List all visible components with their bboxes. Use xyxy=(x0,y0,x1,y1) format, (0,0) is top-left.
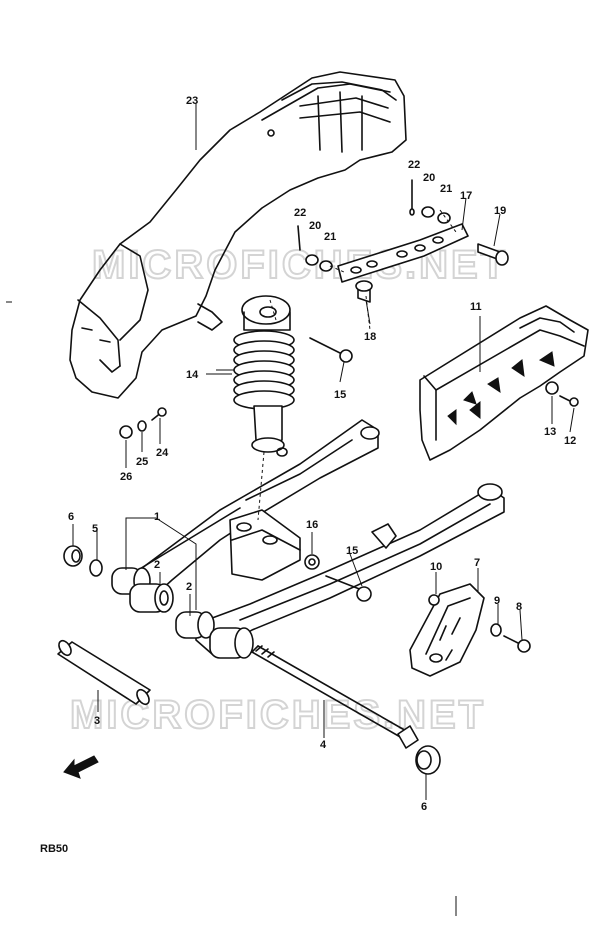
pivot-caps xyxy=(63,545,441,775)
callout-2-right: 2 xyxy=(186,581,192,593)
callout-16: 16 xyxy=(306,519,318,531)
rear-fender xyxy=(69,71,407,399)
swing-arm xyxy=(125,419,505,655)
callout-14: 14 xyxy=(186,369,199,381)
callout-2-left: 2 xyxy=(154,559,160,571)
callout-13: 13 xyxy=(544,426,556,438)
callout-15-upper: 15 xyxy=(334,389,346,401)
leader-lines xyxy=(72,104,575,800)
callout-26: 26 xyxy=(120,471,132,483)
callout-6-upper: 6 xyxy=(68,511,74,523)
diagram-code: RB50 xyxy=(40,843,68,855)
callout-3: 3 xyxy=(94,715,100,727)
callout-22-middle: 22 xyxy=(294,207,306,219)
callout-18: 18 xyxy=(364,331,376,343)
callout-25: 25 xyxy=(136,456,148,468)
callout-24: 24 xyxy=(156,447,169,459)
chain-guide xyxy=(409,583,485,677)
callout-10: 10 xyxy=(430,561,442,573)
bracket xyxy=(337,223,469,283)
callout-7: 7 xyxy=(474,557,480,569)
rear-shock-absorber xyxy=(233,295,295,457)
callout-19: 19 xyxy=(494,205,506,217)
pivot-tube xyxy=(57,639,151,706)
callout-5: 5 xyxy=(92,523,98,535)
callout-21-upper: 21 xyxy=(440,183,452,195)
callout-1: 1 xyxy=(154,511,160,523)
callout-8: 8 xyxy=(516,601,522,613)
callout-9: 9 xyxy=(494,595,500,607)
callout-22-upper: 22 xyxy=(408,159,420,171)
fasteners xyxy=(119,179,579,653)
assembly-guide-lines xyxy=(257,209,457,521)
callout-6-lower: 6 xyxy=(421,801,427,813)
bushings xyxy=(111,567,254,659)
callout-21-middle: 21 xyxy=(324,231,336,243)
callout-11: 11 xyxy=(470,301,482,313)
chain-case xyxy=(419,305,589,461)
callout-4: 4 xyxy=(320,739,327,751)
callout-17: 17 xyxy=(460,190,472,202)
pivot-shaft xyxy=(251,645,419,749)
callout-numbers: 23 22 20 21 17 19 22 20 21 18 11 14 15 1… xyxy=(68,95,576,813)
callout-15-lower: 15 xyxy=(346,545,358,557)
callout-20-middle: 20 xyxy=(309,220,321,232)
front-direction-arrow-icon xyxy=(63,755,99,779)
callout-23: 23 xyxy=(186,95,198,107)
callout-20-upper: 20 xyxy=(423,172,435,184)
callout-12: 12 xyxy=(564,435,576,447)
